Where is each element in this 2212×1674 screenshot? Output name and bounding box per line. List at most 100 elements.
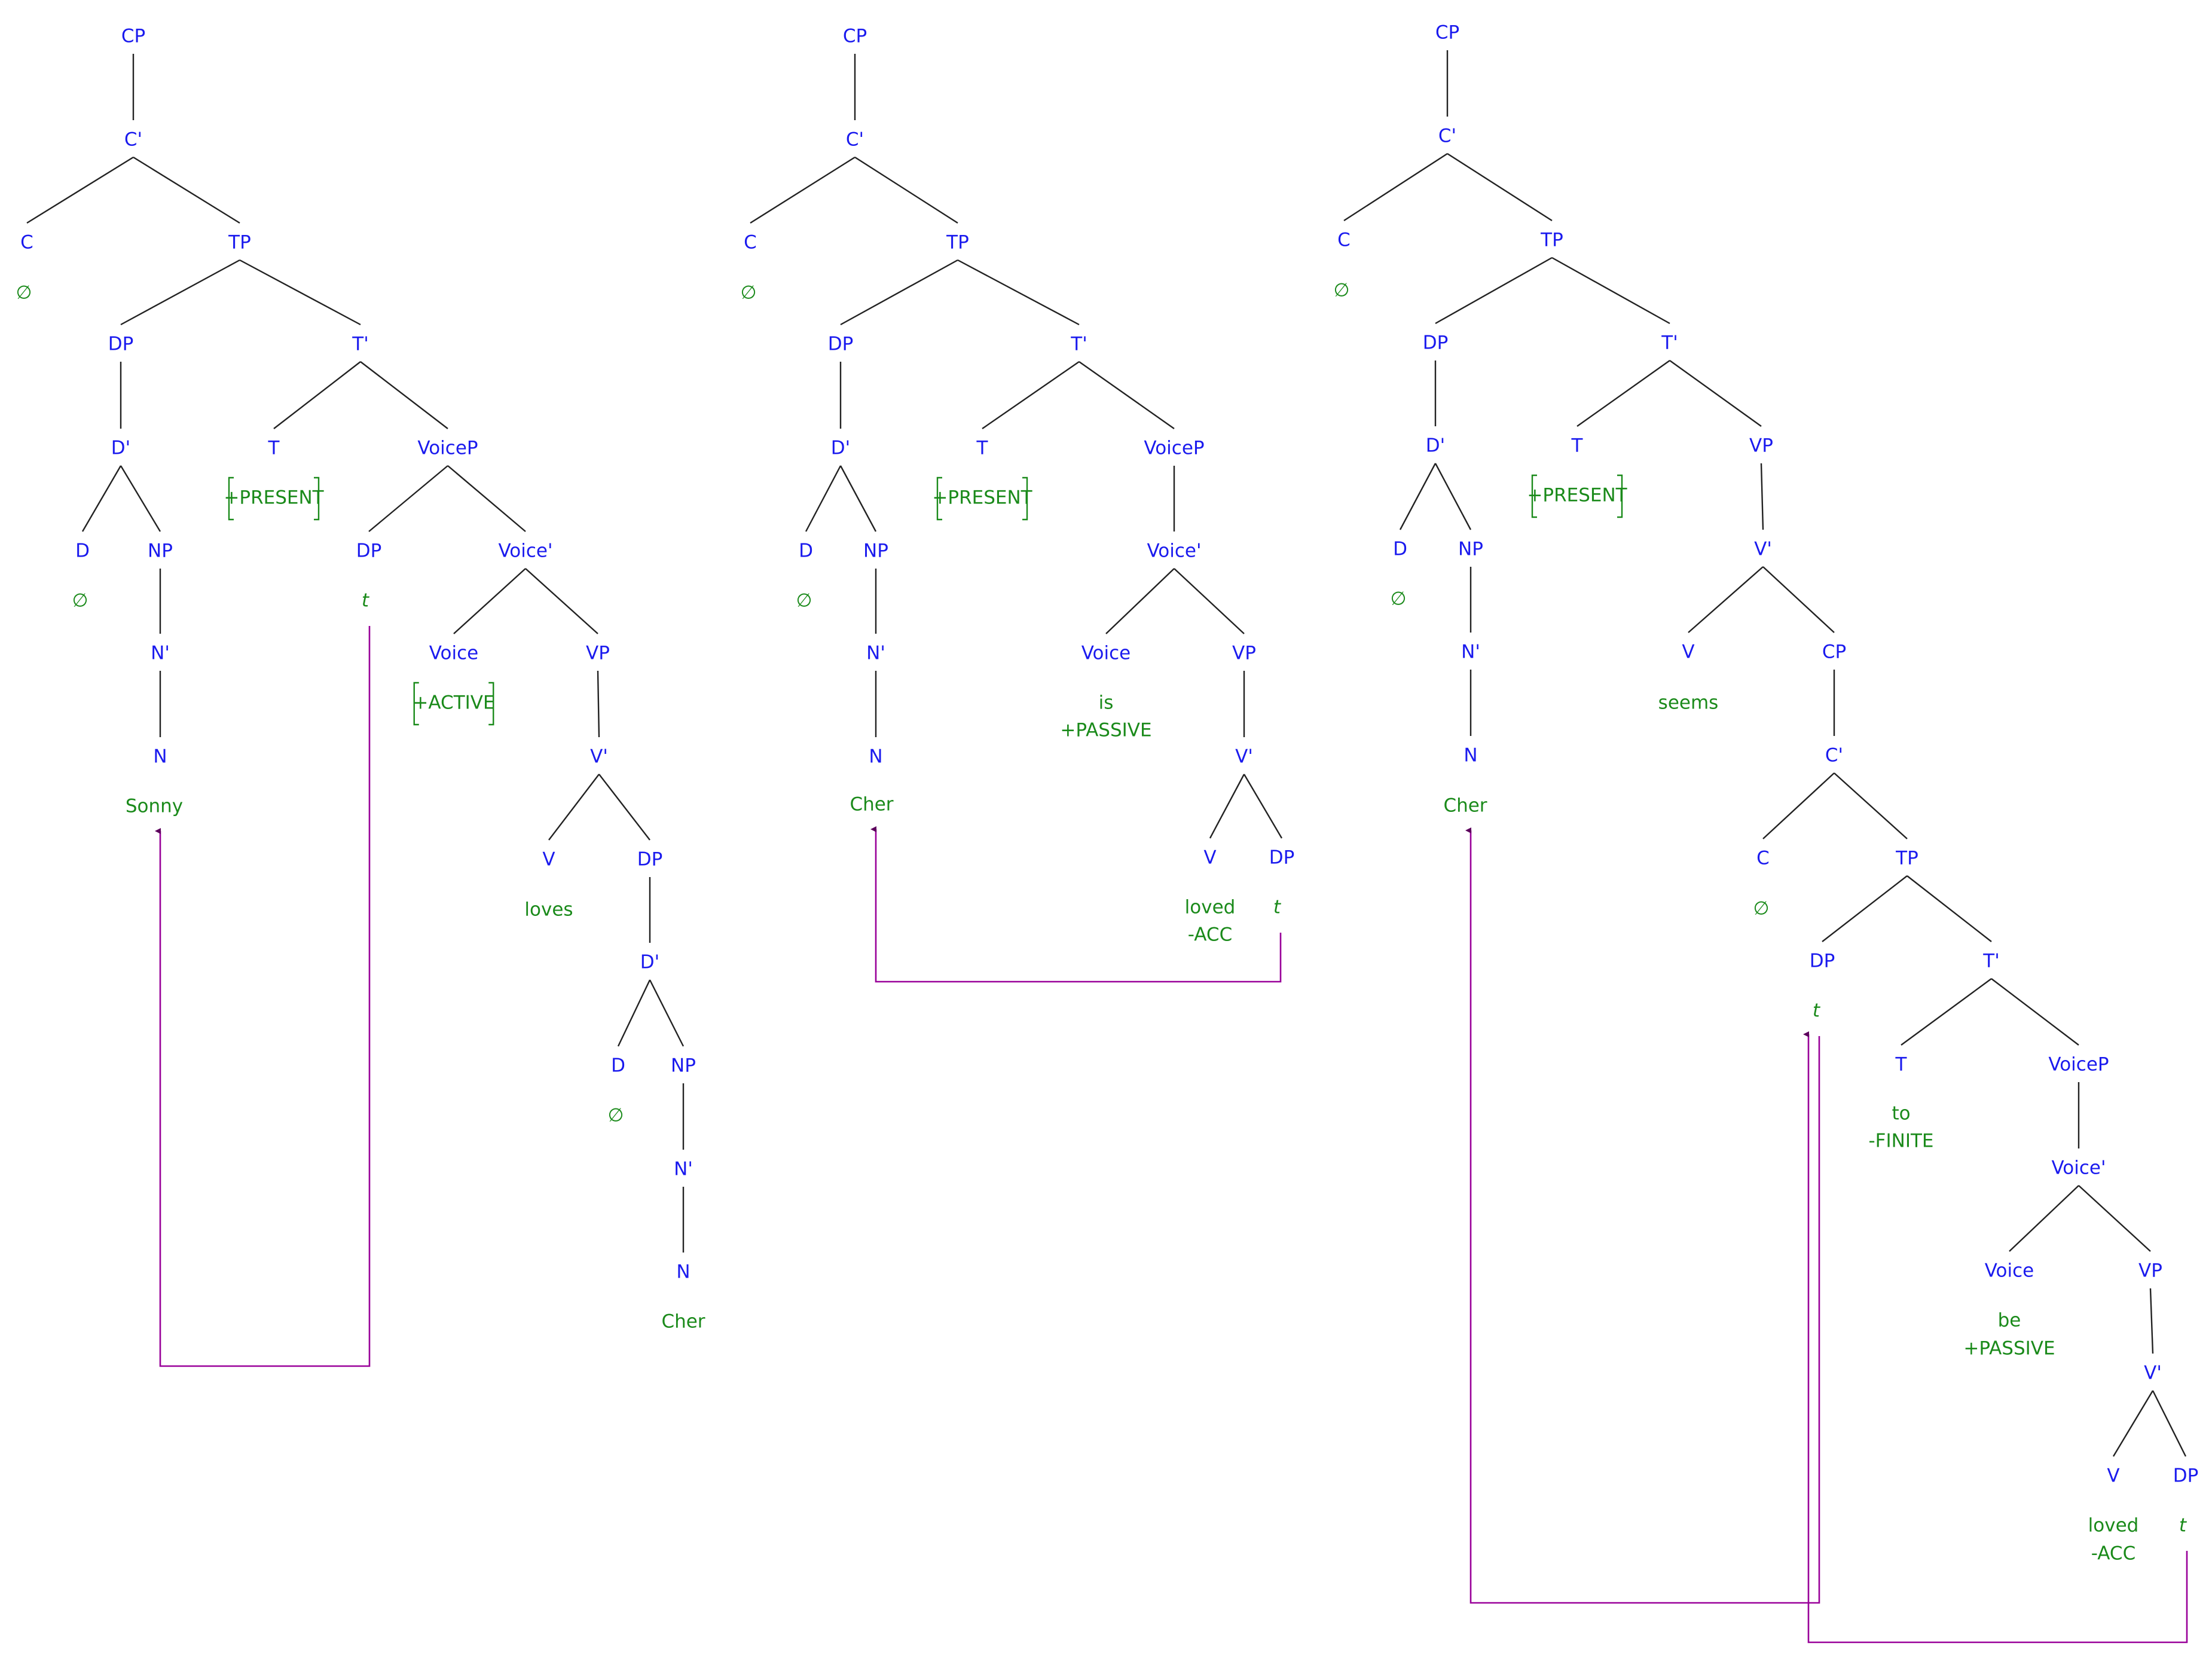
tree-edge xyxy=(982,361,1080,429)
node-tbar2: T' xyxy=(1982,951,1999,972)
feature-bracket-right xyxy=(1022,476,1028,521)
node-nbar: N' xyxy=(1461,642,1480,663)
tree-edge xyxy=(1576,360,1670,427)
node-cbar2: C' xyxy=(1825,745,1843,766)
node-d: D xyxy=(1393,539,1407,560)
terminal-n-word: Cher xyxy=(1443,795,1487,817)
tree-edge xyxy=(1551,256,1670,325)
node-dp: DP xyxy=(1423,332,1449,354)
tree-edge xyxy=(525,568,598,634)
feature-bracket-left xyxy=(936,476,942,521)
node-np: NP xyxy=(1458,539,1483,560)
node-v: V xyxy=(1682,642,1694,663)
movement-arrow-dp2-trace-to-n-word xyxy=(1465,827,1820,1604)
tree-edge xyxy=(1434,463,1472,530)
tree-edge xyxy=(1447,152,1553,222)
node-vp: VP xyxy=(1232,643,1256,664)
terminal-t-feat: +PRESENT xyxy=(932,487,1032,509)
node-nbar: N' xyxy=(866,643,885,664)
tree-edge xyxy=(1822,875,1908,942)
tree-edge xyxy=(805,465,842,532)
terminal-v2-feat: -ACC xyxy=(2091,1543,2135,1565)
terminal-voice-feat: +ACTIVE xyxy=(413,692,494,714)
node-vbar: V' xyxy=(1754,539,1772,560)
tree-edge xyxy=(1991,978,2079,1046)
node-np3: NP xyxy=(671,1055,696,1077)
terminal-voice-word: is xyxy=(1099,692,1114,714)
tree-edge xyxy=(598,774,650,841)
tree-edge xyxy=(2149,1288,2154,1354)
node-v2: V xyxy=(2107,1465,2119,1487)
tree-edge xyxy=(2112,1390,2154,1457)
trace-dp2-trace: t xyxy=(362,590,370,612)
node-dbar: D' xyxy=(831,438,850,459)
node-dp: DP xyxy=(828,334,854,355)
terminal-c-null: ∅ xyxy=(16,282,32,304)
node-np: NP xyxy=(863,540,888,562)
terminal-t-feat: +PRESENT xyxy=(224,487,324,509)
node-cbar: C' xyxy=(846,129,864,151)
tree-edge xyxy=(447,465,526,532)
movement-arrow-dp2-trace-to-n-word xyxy=(155,626,371,1367)
tree-edge xyxy=(360,361,448,429)
tree-edge xyxy=(26,156,134,224)
node-tp: TP xyxy=(1540,230,1563,251)
tree-edge xyxy=(368,465,448,532)
node-t: T xyxy=(1571,435,1584,457)
node-nbar3: N' xyxy=(674,1159,693,1180)
node-voicebar: Voice' xyxy=(1147,540,1201,562)
terminal-t2-feat: -FINITE xyxy=(1868,1131,1933,1152)
feature-bracket-left xyxy=(228,476,234,521)
node-t2: T xyxy=(1895,1054,1908,1076)
tree-edge xyxy=(81,465,122,532)
node-voice: Voice xyxy=(1081,643,1131,664)
tree-edge xyxy=(840,259,958,326)
feature-bracket-right xyxy=(1617,474,1623,518)
node-cp: CP xyxy=(843,26,867,47)
node-cbar: C' xyxy=(1438,126,1456,147)
tree-edge xyxy=(1762,772,1835,839)
node-tp2: TP xyxy=(1895,848,1918,869)
tree-edge xyxy=(649,979,685,1047)
terminal-t2-word: to xyxy=(1892,1103,1910,1125)
tree-edge xyxy=(1907,875,1992,942)
terminal-c-null: ∅ xyxy=(1333,280,1349,301)
terminal-v2-word: loved xyxy=(2088,1515,2139,1536)
terminal-n3-word: Cher xyxy=(661,1311,705,1333)
tree-edge xyxy=(854,156,958,224)
node-dp2: DP xyxy=(1810,951,1835,972)
node-c: C xyxy=(1337,230,1351,251)
node-dp3: DP xyxy=(637,849,663,870)
terminal-voice-feat: +PASSIVE xyxy=(1060,720,1151,741)
tree-edge xyxy=(1243,774,1283,839)
tree-labels: CPC'C∅TPDPD'D∅NPN'NSonnyT'T+PRESENTVoice… xyxy=(16,22,2198,1565)
tree-edge xyxy=(597,670,600,738)
terminal-c2-null: ∅ xyxy=(1753,898,1769,920)
node-nbar: N' xyxy=(151,643,170,664)
terminal-t-feat: +PRESENT xyxy=(1527,485,1627,506)
tree-3: CPC'C∅TPDPD'D∅NPN'NCherT'T+PRESENTVPV'Vs… xyxy=(1333,22,2198,1565)
node-n3: N xyxy=(676,1261,690,1283)
node-vp2: VP xyxy=(2138,1260,2162,1282)
terminal-n-word: Sonny xyxy=(126,796,183,817)
terminal-d-null: ∅ xyxy=(1390,588,1406,610)
feature-bracket-left xyxy=(1531,474,1537,518)
node-voicep: VoiceP xyxy=(417,438,478,459)
tree-edge xyxy=(120,259,240,326)
tree-edge xyxy=(239,259,361,326)
tree-edge xyxy=(133,156,240,224)
tree-edge xyxy=(1834,772,1908,839)
node-tp: TP xyxy=(946,232,969,253)
terminal-voice-word: be xyxy=(1998,1310,2021,1331)
node-tbar: T' xyxy=(1070,334,1087,355)
terminal-v-word: loves xyxy=(524,899,573,921)
tree-edge xyxy=(1901,978,1992,1046)
tree-edges xyxy=(26,50,2187,1457)
tree-edge xyxy=(2078,1185,2151,1252)
node-voicebar: Voice' xyxy=(498,540,552,562)
node-t: T xyxy=(268,438,280,459)
terminal-n-word: Cher xyxy=(850,794,893,815)
node-cp2: CP xyxy=(1822,642,1846,663)
node-cp: CP xyxy=(121,26,145,47)
node-dp3: DP xyxy=(2173,1465,2199,1487)
